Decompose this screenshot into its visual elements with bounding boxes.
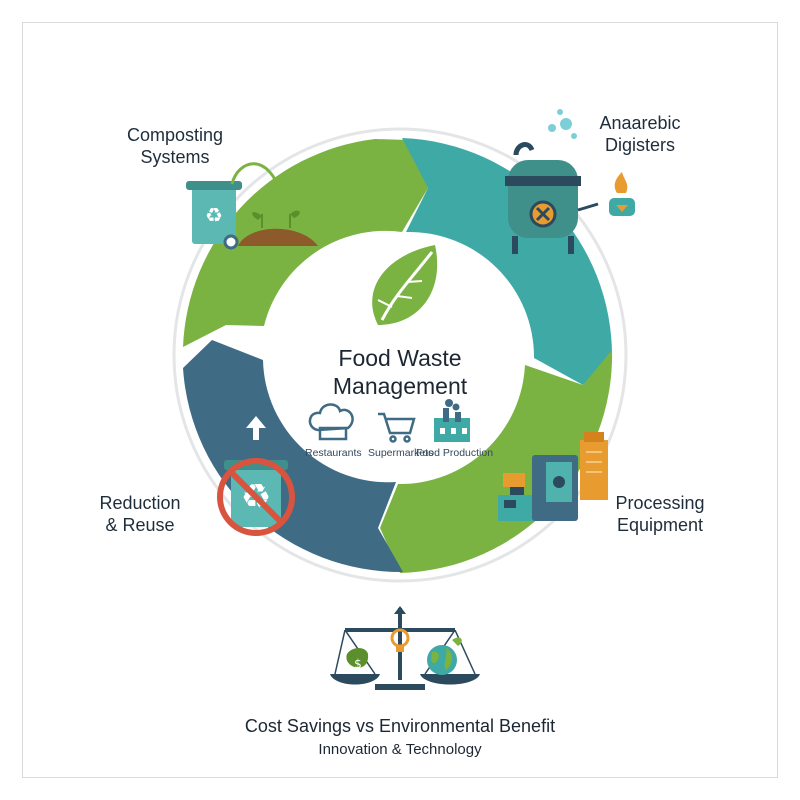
label-processing-line2: Equipment — [616, 515, 704, 535]
processing-machine-icon — [498, 432, 608, 521]
arrow-head — [276, 188, 289, 200]
center-title-line1: Food Waste — [338, 345, 462, 371]
soil-sprout-icon — [238, 210, 318, 246]
label-reduction-line1: Reduction — [99, 493, 181, 513]
compost-bin-icon: ♻ — [186, 181, 242, 250]
label-composting: Composting Systems — [105, 124, 245, 168]
sector-restaurants: Restaurants — [305, 447, 362, 459]
label-composting-line2: Systems — [140, 147, 210, 167]
factory-icon — [434, 399, 470, 442]
segment-reduction — [183, 340, 403, 573]
label-composting-line1: Composting — [126, 125, 224, 145]
sector-supermarkets: Supermarkets — [368, 447, 434, 459]
svg-text:$: $ — [354, 657, 362, 671]
label-processing: Processing Equipment — [595, 492, 725, 536]
center-title: Food Waste Management — [300, 344, 500, 400]
lightbulb-icon — [390, 628, 410, 652]
prohibition-icon — [217, 458, 295, 536]
bottom-title: Cost Savings vs Environmental Benefit — [244, 716, 556, 736]
curved-arrow-icon — [230, 162, 284, 197]
label-processing-line1: Processing — [615, 493, 705, 513]
center-title-line2: Management — [332, 373, 468, 399]
biogas-flame-icon — [609, 172, 635, 216]
globe-icon — [427, 637, 462, 675]
segment-anaerobic — [402, 138, 613, 385]
shopping-cart-icon — [378, 412, 416, 443]
outer-ring — [172, 127, 628, 583]
svg-text:♻: ♻ — [205, 203, 223, 227]
label-anaerobic-line1: Anaarebic — [599, 113, 681, 133]
label-anaerobic-line2: Digisters — [604, 135, 675, 155]
bottom-subtitle: Innovation & Technology — [318, 741, 482, 758]
digester-tank-icon — [505, 109, 599, 254]
segment-processing — [380, 350, 613, 573]
sector-food-production: Food Production — [416, 447, 494, 459]
chef-hat-icon — [308, 403, 354, 441]
label-reduction: Reduction & Reuse — [80, 492, 200, 536]
outer-frame — [22, 22, 778, 778]
leaf-icon — [372, 245, 438, 325]
label-reduction-line2: & Reuse — [105, 515, 175, 535]
balance-scale-icon — [330, 606, 480, 690]
label-anaerobic: Anaarebic Digisters — [580, 112, 700, 156]
money-bag-icon: $ — [346, 648, 369, 671]
